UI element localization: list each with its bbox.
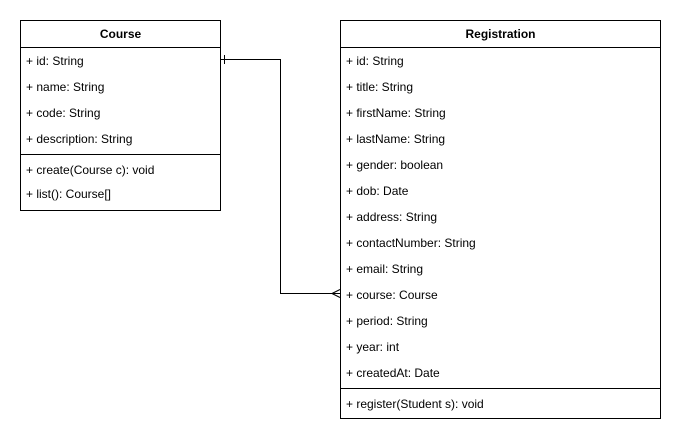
- course-attributes: + id: String + name: String + code: Stri…: [21, 48, 220, 155]
- registration-attribute[interactable]: + lastName: String: [346, 132, 446, 146]
- course-methods: + create(Course c): void + list(): Cours…: [21, 155, 220, 207]
- registration-attribute[interactable]: + year: int: [346, 340, 400, 354]
- course-class-title: Course: [21, 21, 220, 48]
- registration-attribute[interactable]: + address: String: [346, 210, 438, 224]
- registration-attribute[interactable]: + course: Course: [346, 288, 438, 302]
- registration-attribute[interactable]: + firstName: String: [346, 106, 446, 120]
- course-attribute[interactable]: + description: String: [26, 132, 133, 146]
- registration-attribute[interactable]: + id: String: [346, 54, 404, 68]
- registration-attributes: + id: String + title: String + firstName…: [341, 48, 660, 389]
- course-class[interactable]: Course + id: String + name: String + cod…: [20, 20, 221, 211]
- association-line[interactable]: [221, 59, 340, 294]
- course-attribute[interactable]: + name: String: [26, 80, 105, 94]
- course-method[interactable]: + list(): Course[]: [26, 187, 112, 201]
- registration-class[interactable]: Registration + id: String + title: Strin…: [340, 20, 661, 419]
- registration-class-title: Registration: [341, 21, 660, 48]
- registration-method[interactable]: + register(Student s): void: [346, 397, 484, 411]
- many-end-marker: [331, 289, 341, 298]
- registration-methods: + register(Student s): void: [341, 389, 660, 415]
- registration-attribute[interactable]: + contactNumber: String: [346, 236, 476, 250]
- registration-attribute[interactable]: + dob: Date: [346, 184, 409, 198]
- course-attribute[interactable]: + id: String: [26, 54, 84, 68]
- course-method[interactable]: + create(Course c): void: [26, 163, 155, 177]
- registration-attribute[interactable]: + gender: boolean: [346, 158, 444, 172]
- registration-attribute[interactable]: + createdAt: Date: [346, 366, 440, 380]
- course-attribute[interactable]: + code: String: [26, 106, 101, 120]
- registration-attribute[interactable]: + title: String: [346, 80, 414, 94]
- registration-attribute[interactable]: + period: String: [346, 314, 428, 328]
- registration-attribute[interactable]: + email: String: [346, 262, 424, 276]
